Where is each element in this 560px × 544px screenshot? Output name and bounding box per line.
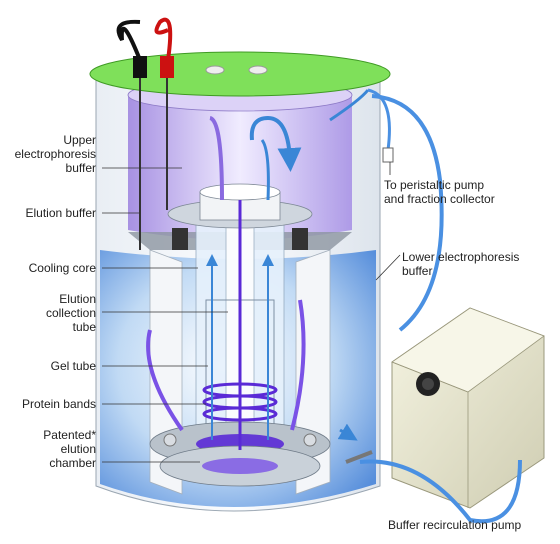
label-gel-tube: Gel tube: [50, 359, 96, 373]
label-upper-buffer: Upper electrophoresis buffer: [15, 133, 96, 175]
electrode-leads: [116, 17, 174, 250]
label-recirc-pump: Buffer recirculation pump: [388, 518, 522, 532]
label-peristaltic: To peristaltic pump and fraction collect…: [384, 178, 495, 206]
label-peristaltic-line1: To peristaltic pump: [384, 178, 485, 192]
label-peristaltic-line2: and fraction collector: [384, 192, 495, 206]
label-upper-buffer-line2: electrophoresis: [14, 147, 96, 161]
label-elution-tube-line1: Elution: [59, 292, 96, 306]
label-elution-tube-line2: collection: [45, 306, 96, 320]
label-lower-buffer-line2: buffer: [402, 264, 433, 278]
peristaltic-tubing: [367, 88, 444, 332]
label-lower-buffer: Lower electrophoresis buffer: [402, 250, 519, 278]
recirculation-pump: [345, 307, 545, 524]
leader-lines: [102, 162, 401, 463]
label-protein-bands: Protein bands: [21, 397, 96, 411]
label-upper-buffer-line1: Upper: [63, 133, 96, 147]
label-elution-tube-line3: tube: [72, 320, 96, 334]
label-lower-buffer-line1: Lower electrophoresis: [402, 250, 520, 264]
label-cooling-core: Cooling core: [28, 261, 96, 275]
label-elution-chamber-line1: Patented*: [43, 428, 96, 442]
sample-flow-lines: [146, 116, 306, 450]
buffer-flow-arrows: [206, 89, 370, 441]
label-upper-buffer-line3: buffer: [65, 161, 96, 175]
label-elution-tube: Elution collection tube: [46, 292, 96, 334]
label-elution-chamber-line2: elution: [60, 442, 96, 456]
label-elution-chamber: Patented* elution chamber: [43, 428, 96, 470]
label-elution-buffer: Elution buffer: [25, 206, 97, 220]
label-elution-chamber-line3: chamber: [49, 456, 96, 470]
